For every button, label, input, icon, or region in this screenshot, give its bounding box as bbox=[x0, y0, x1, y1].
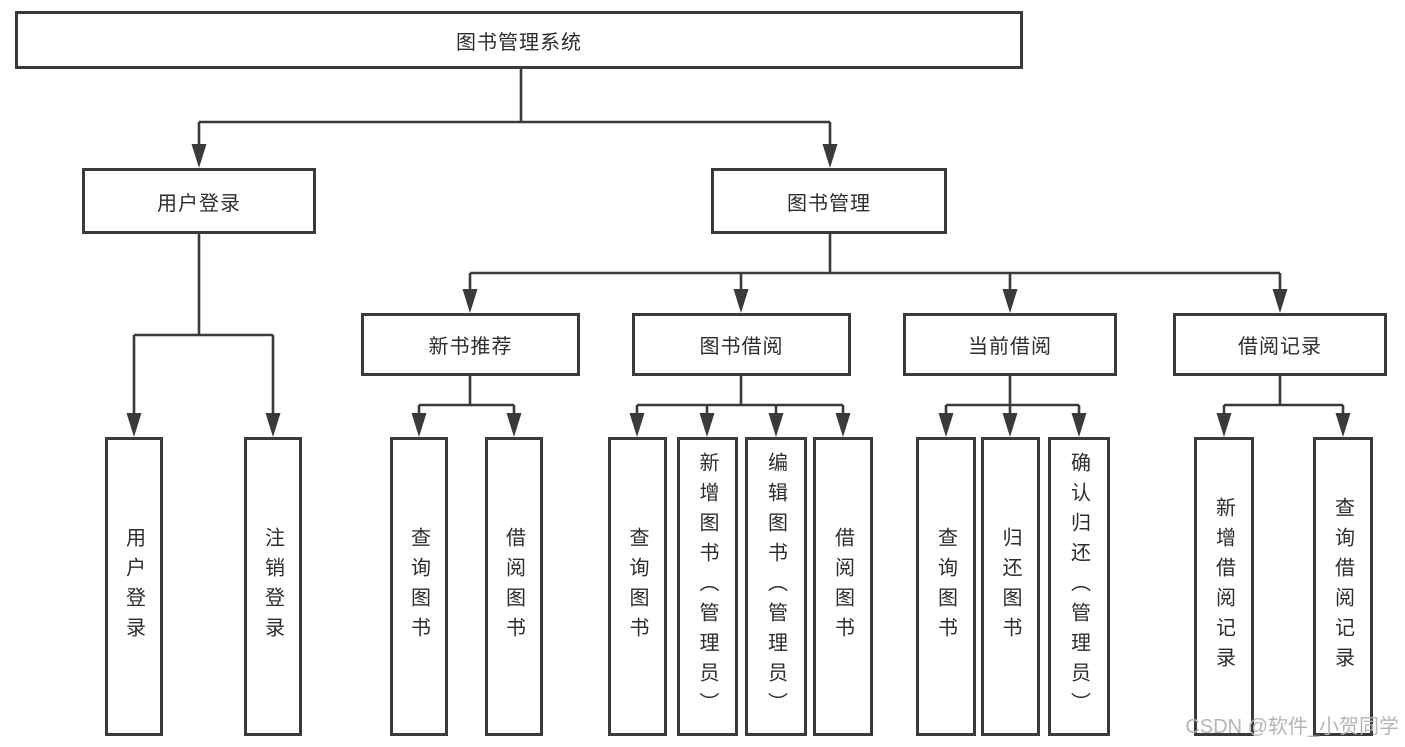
leaf-query-borrow-record: 查询借阅记录 bbox=[1313, 437, 1373, 736]
node-label: 新增图书（管理员） bbox=[696, 451, 718, 722]
node-label: 确认归还（管理员） bbox=[1067, 451, 1090, 722]
node-book-management: 图书管理 bbox=[711, 168, 947, 234]
node-label: 图书管理 bbox=[787, 192, 871, 215]
node-label: 图书借阅 bbox=[699, 336, 784, 358]
node-label: 借阅记录 bbox=[1238, 336, 1322, 358]
csdn-watermark: CSDN @软件_小贺同学 bbox=[1185, 716, 1399, 738]
leaf-recommend-query-book: 查询图书 bbox=[390, 437, 448, 736]
connector-paths bbox=[132, 69, 1345, 415]
node-label: 查询图书 bbox=[407, 526, 430, 647]
node-label: 查询借阅记录 bbox=[1331, 496, 1354, 677]
leaf-confirm-return-admin: 确认归还（管理员） bbox=[1048, 437, 1110, 736]
node-label: 新书推荐 bbox=[428, 336, 513, 358]
leaf-add-borrow-record: 新增借阅记录 bbox=[1194, 437, 1254, 736]
leaf-recommend-borrow-book: 借阅图书 bbox=[485, 437, 543, 736]
node-label: 图书管理系统 bbox=[456, 31, 582, 54]
node-book-borrowing: 图书借阅 bbox=[632, 313, 851, 376]
node-label: 查询图书 bbox=[626, 526, 648, 647]
node-current-borrowing: 当前借阅 bbox=[903, 313, 1117, 376]
node-root-library-system: 图书管理系统 bbox=[15, 11, 1023, 69]
node-borrowing-records: 借阅记录 bbox=[1173, 313, 1387, 376]
node-label: 归还图书 bbox=[999, 526, 1021, 647]
leaf-user-login: 用户登录 bbox=[105, 437, 163, 736]
leaf-borrowing-query-book: 查询图书 bbox=[608, 437, 667, 736]
node-label: 用户登录 bbox=[157, 192, 241, 215]
leaf-current-query-book: 查询图书 bbox=[916, 437, 976, 736]
leaf-borrow-book: 借阅图书 bbox=[813, 437, 873, 736]
leaf-add-book-admin: 新增图书（管理员） bbox=[677, 437, 738, 736]
node-label: 当前借阅 bbox=[968, 336, 1052, 358]
node-label: 借阅图书 bbox=[831, 526, 854, 647]
node-label: 新增借阅记录 bbox=[1212, 496, 1235, 677]
node-label: 查询图书 bbox=[934, 526, 957, 647]
leaf-edit-book-admin: 编辑图书（管理员） bbox=[745, 437, 807, 736]
node-label: 用户登录 bbox=[122, 526, 145, 647]
node-label: 注销登录 bbox=[261, 526, 284, 647]
leaf-logout: 注销登录 bbox=[244, 437, 302, 736]
node-user-login: 用户登录 bbox=[82, 168, 316, 234]
leaf-return-book: 归还图书 bbox=[981, 437, 1040, 736]
node-new-book-recommend: 新书推荐 bbox=[361, 313, 580, 376]
arrowhead-icons bbox=[126, 144, 1351, 437]
node-label: 编辑图书（管理员） bbox=[764, 451, 787, 722]
node-label: 借阅图书 bbox=[502, 526, 525, 647]
